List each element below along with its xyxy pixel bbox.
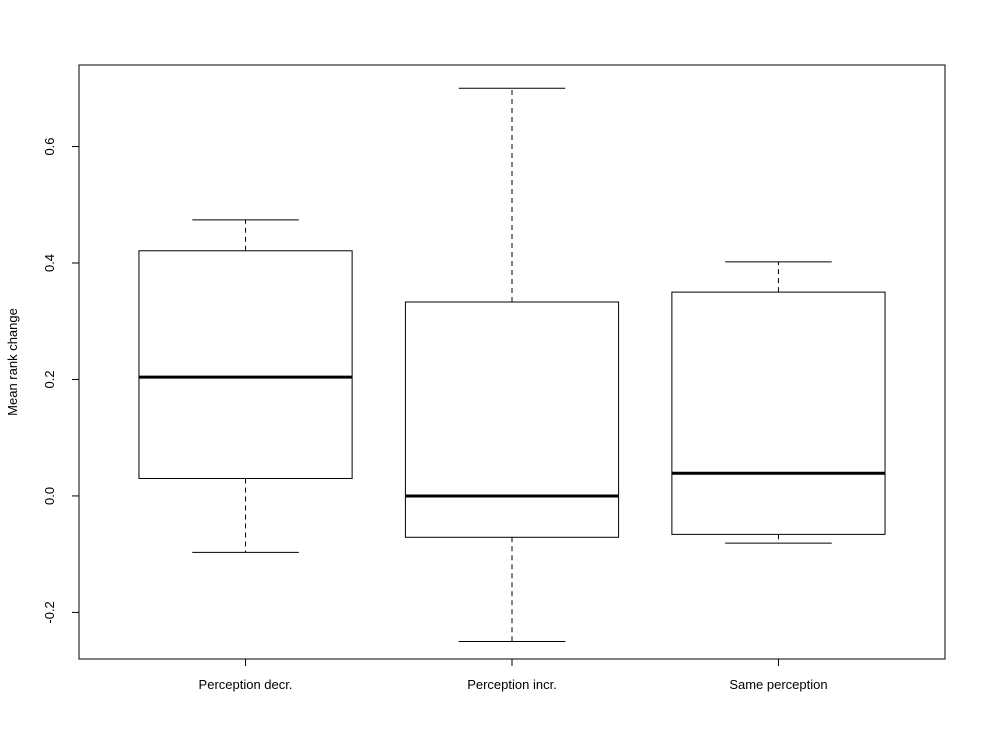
x-tick-label: Perception incr. bbox=[467, 677, 557, 692]
x-tick-label: Perception decr. bbox=[199, 677, 293, 692]
box-3 bbox=[671, 261, 886, 544]
x-axis: Perception decr. Perception incr. Same per… bbox=[199, 658, 828, 692]
iqr-box bbox=[138, 250, 353, 479]
y-axis-label: Mean rank change bbox=[5, 308, 20, 416]
iqr-box bbox=[671, 291, 886, 535]
box-2 bbox=[404, 87, 620, 643]
y-tick-label: 0.4 bbox=[42, 254, 57, 272]
y-tick-label: 0.0 bbox=[42, 487, 57, 505]
y-axis: -0.2 0.0 0.2 0.4 0.6 bbox=[42, 137, 80, 624]
y-tick-label: 0.6 bbox=[42, 137, 57, 155]
y-tick-label: 0.2 bbox=[42, 370, 57, 388]
boxes-group bbox=[138, 87, 886, 643]
iqr-box bbox=[404, 301, 620, 538]
box-1 bbox=[138, 219, 353, 553]
x-tick-label: Same perception bbox=[729, 677, 827, 692]
y-tick-label: -0.2 bbox=[42, 601, 57, 623]
